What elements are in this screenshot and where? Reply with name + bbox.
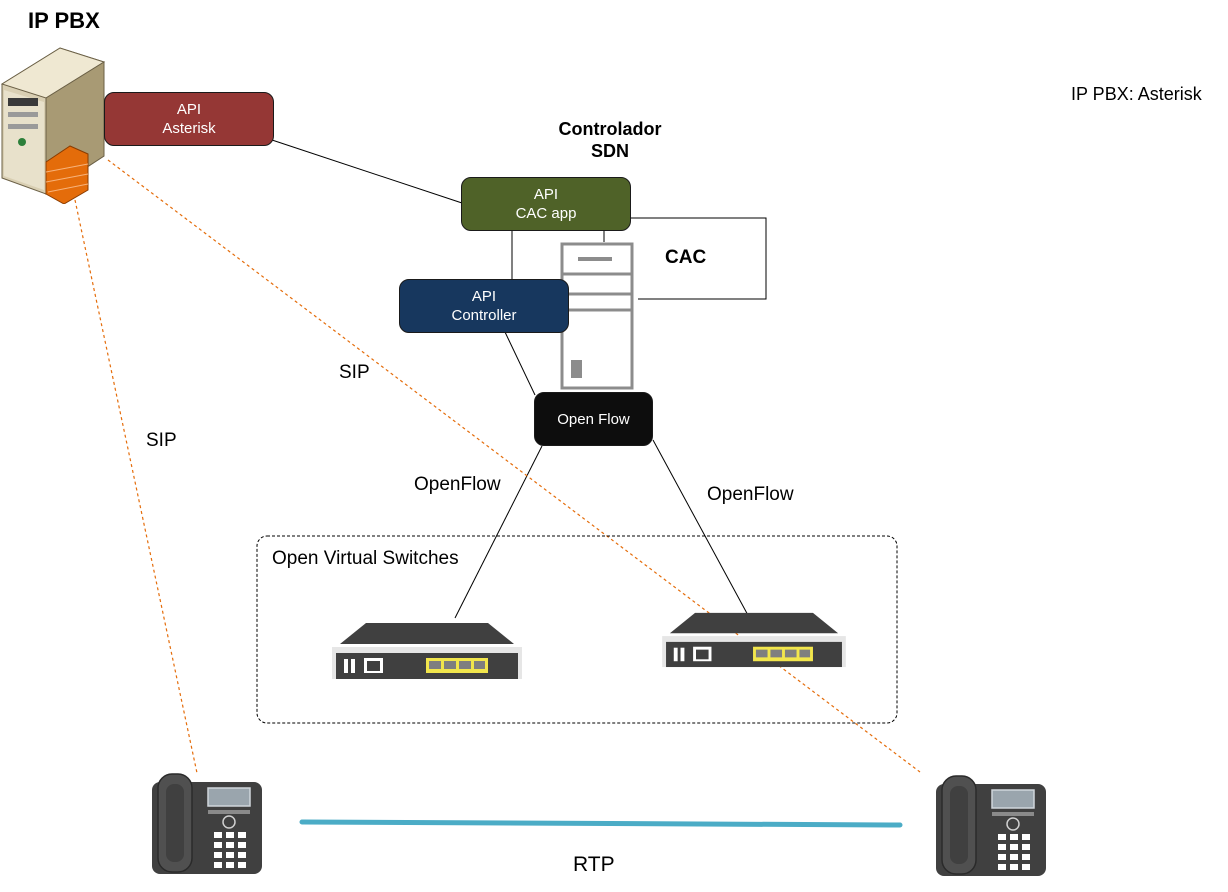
sip-line-right: [107, 159, 921, 773]
link-controller-openflow: [504, 331, 536, 396]
switches-group-label: Open Virtual Switches: [272, 548, 459, 569]
network-switch-icon: [332, 623, 522, 679]
server-tower-icon: [560, 242, 634, 390]
ip-phone-icon: [152, 773, 262, 874]
api-controller-line2: Controller: [451, 307, 517, 324]
controller-title-line1: Controlador: [558, 119, 662, 139]
rtp-line: [299, 819, 903, 828]
ip-pbx-note: IP PBX: Asterisk: [1071, 84, 1202, 104]
link-openflow-switch-right: [652, 439, 757, 631]
api-asterisk-line1: API: [176, 101, 202, 118]
open-flow-box: Open Flow: [534, 392, 653, 446]
controller-title-line2: SDN: [590, 141, 629, 161]
api-asterisk-line2: Asterisk: [162, 120, 216, 137]
api-cac-line1: API: [533, 186, 559, 203]
api-controller-line1: API: [471, 288, 497, 305]
openflow-label-right: OpenFlow: [707, 484, 794, 505]
sip-label-left: SIP: [146, 430, 177, 451]
cac-loop: [630, 217, 767, 300]
api-cac-box: API CAC app: [461, 177, 631, 231]
controller-title: Controlador SDN: [540, 118, 680, 162]
api-cac-line2: CAC app: [515, 205, 577, 222]
server-firewall-icon: [0, 47, 106, 204]
link-openflow-switch-left: [454, 445, 543, 619]
ip-pbx-title: IP PBX: [28, 8, 100, 33]
api-controller-box: API Controller: [399, 279, 569, 333]
network-switch-icon: [662, 612, 846, 668]
sip-line-left: [74, 199, 198, 774]
switches-group-border: [256, 535, 898, 724]
link-asterisk-cac: [271, 139, 463, 204]
sip-label-mid: SIP: [339, 362, 370, 383]
api-asterisk-box: API Asterisk: [104, 92, 274, 146]
rtp-label: RTP: [573, 853, 615, 876]
ip-phone-icon: [936, 775, 1046, 876]
cac-label: CAC: [665, 247, 707, 268]
openflow-label-left: OpenFlow: [414, 474, 501, 495]
open-flow-label: Open Flow: [557, 410, 630, 428]
